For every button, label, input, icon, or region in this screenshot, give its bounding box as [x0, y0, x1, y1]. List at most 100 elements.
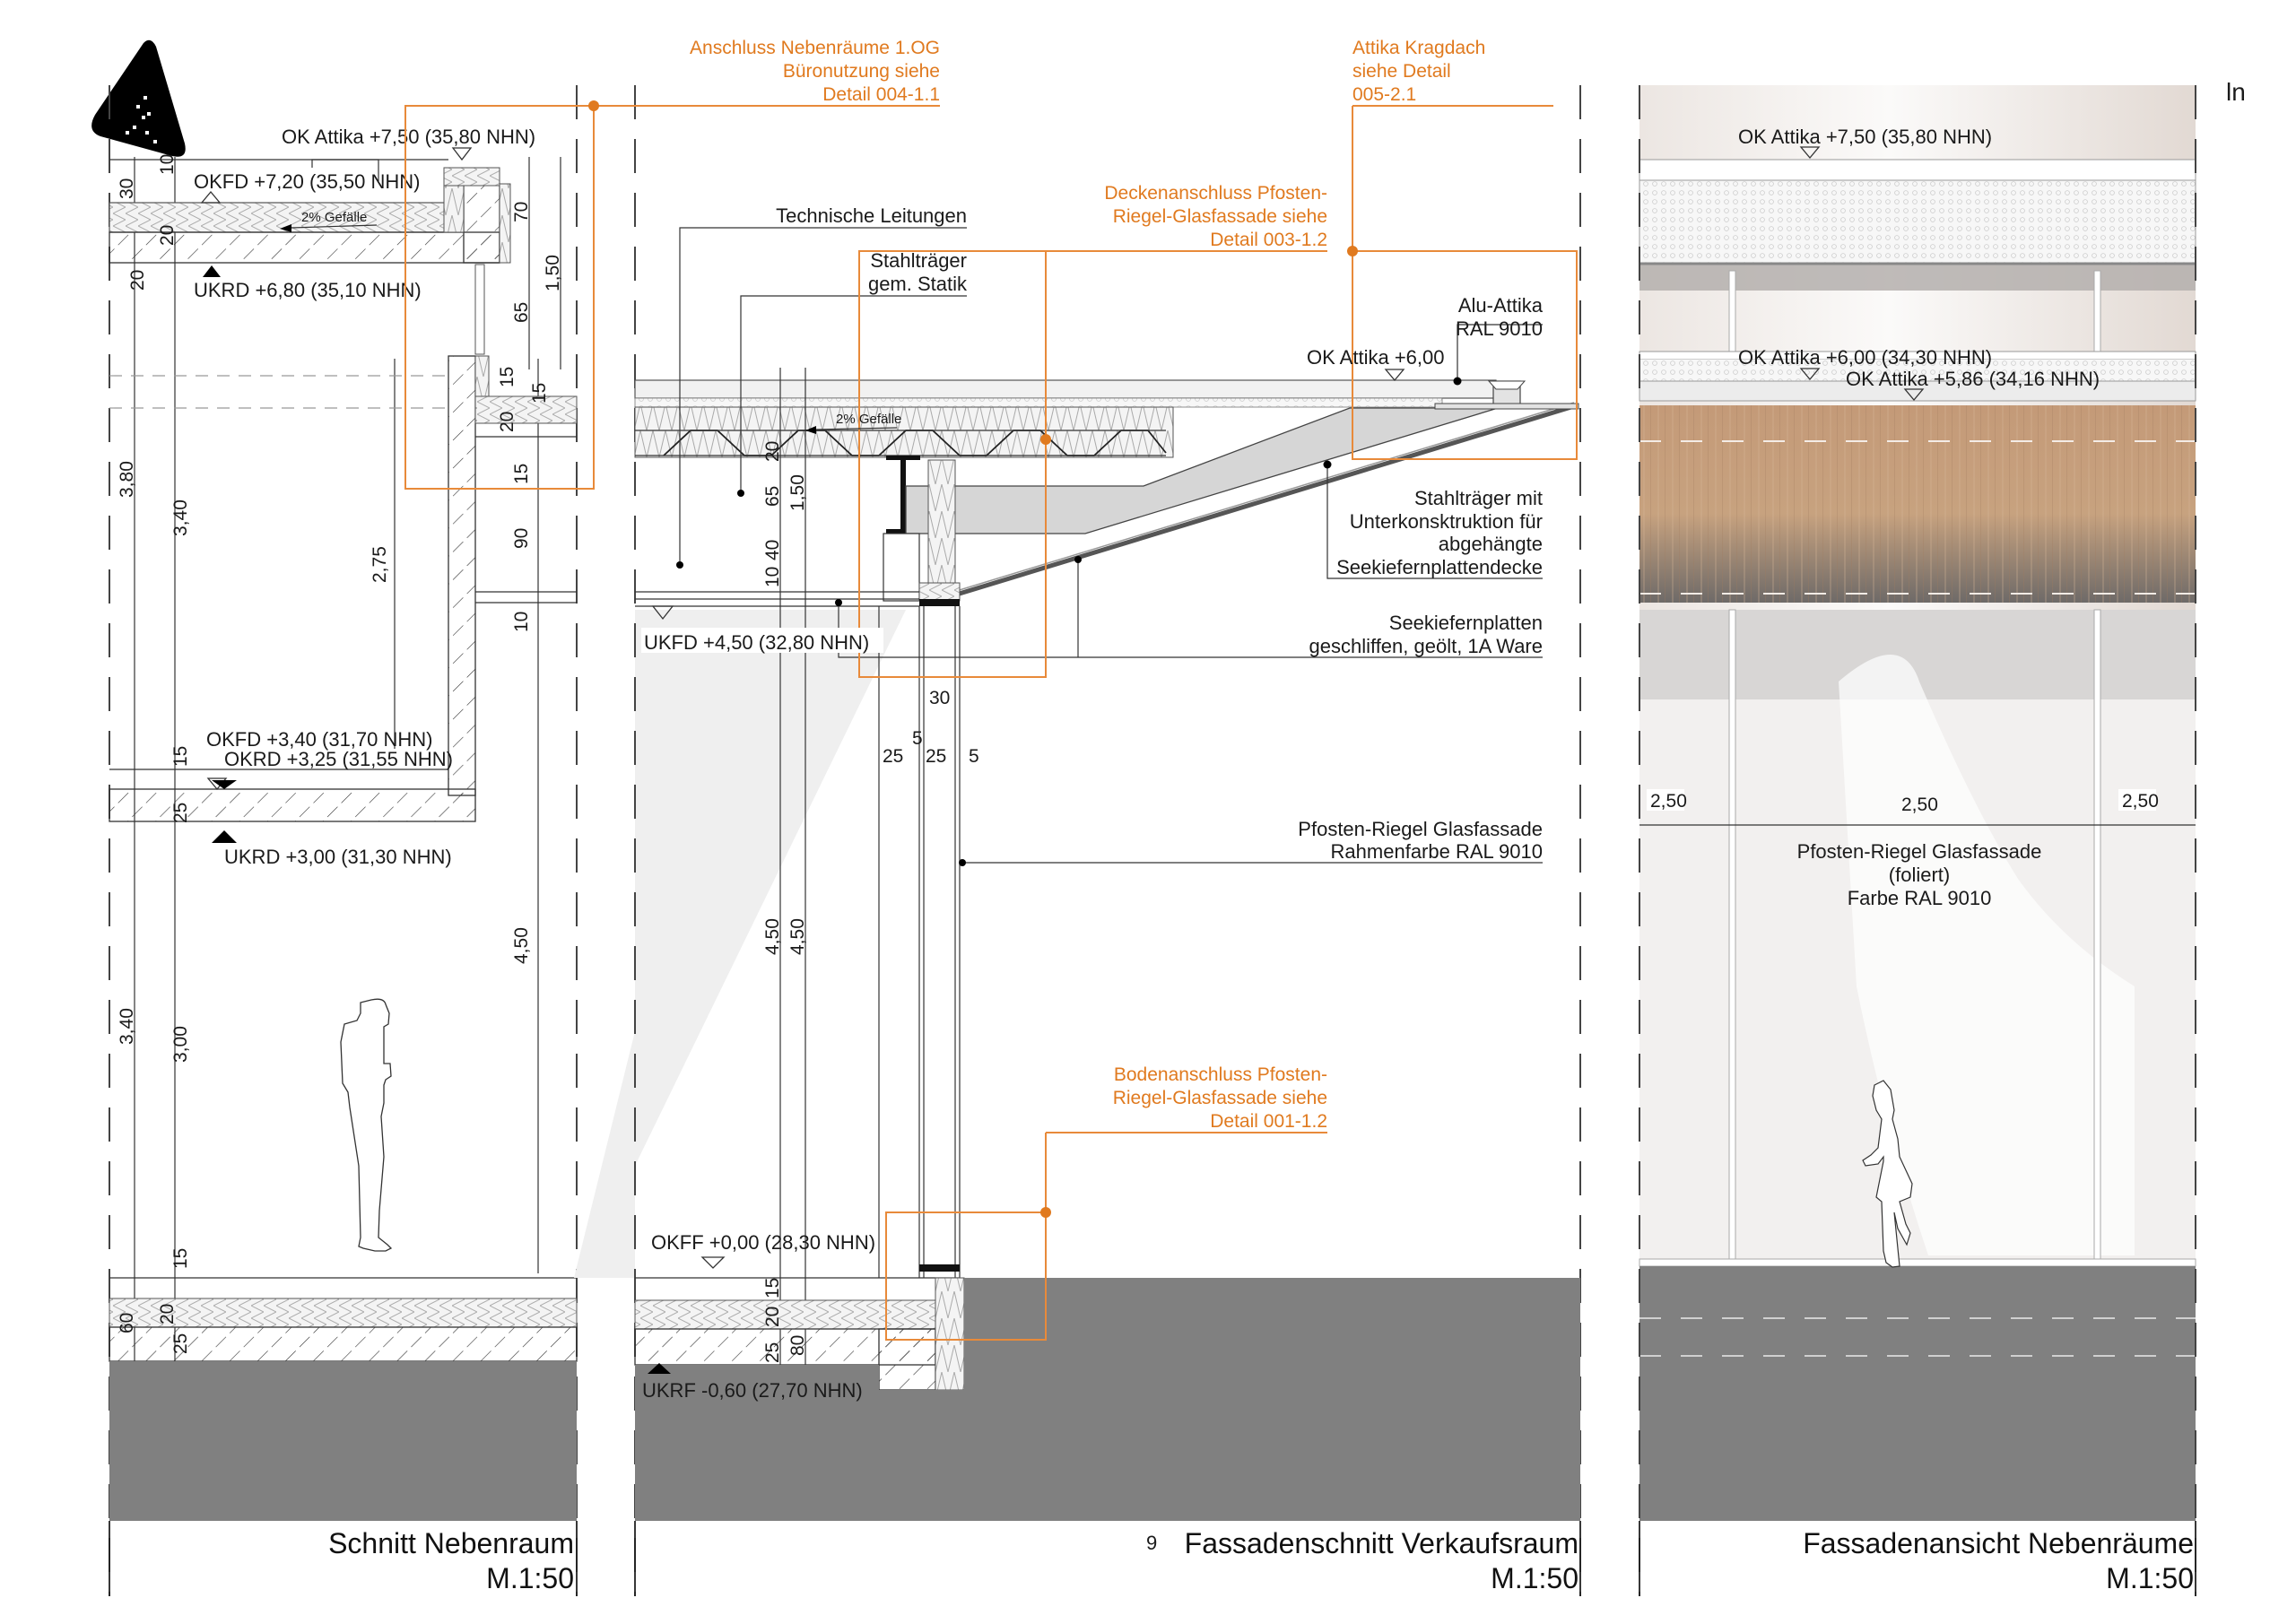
dim-floor-80: 80 — [787, 1335, 808, 1356]
level-okrd-first: OKRD +3,25 (31,55 NHN) — [224, 748, 453, 770]
dim-3-40-outer: 3,40 — [117, 1008, 137, 1045]
level-ukrf: UKRF -0,60 (27,70 NHN) — [642, 1379, 863, 1402]
detail-ref-004-2[interactable]: Büronutzung siehe — [783, 61, 940, 82]
dim-4-50-left: 4,50 — [511, 927, 532, 964]
annotation-alu-attika-1: Alu-Attika — [1458, 294, 1544, 317]
dim-floor-25: 25 — [762, 1342, 783, 1363]
elevation-level-7-50: OK Attika +7,50 (35,80 NHN) — [1738, 126, 1992, 148]
dim-mullion-5a: 5 — [912, 728, 923, 749]
annotation-glasfassade-1: Pfosten-Riegel Glasfassade — [1298, 818, 1543, 840]
child-silhouette — [1862, 1080, 1913, 1268]
dim-ground-60: 60 — [117, 1313, 137, 1333]
panel-title-left: Schnitt Nebenraum — [328, 1527, 574, 1559]
dim-roof-10a: 10 — [157, 154, 178, 175]
dim-3-40-inner: 3,40 — [170, 499, 191, 536]
dim-height-4-50b: 4,50 — [787, 918, 808, 955]
dim-mullion-25a: 25 — [883, 746, 903, 767]
bay-dim-left: 2,50 — [1650, 791, 1687, 812]
dim-roof-40: 40 — [762, 540, 783, 560]
elevation-level-5-86: OK Attika +5,86 (34,16 NHN) — [1846, 368, 2100, 390]
panel-section-left: OK Attika +7,50 (35,80 NHN) OKFD +7,20 (… — [109, 85, 578, 1596]
detail-ref-003-1[interactable]: Deckenanschluss Pfosten- — [1104, 183, 1327, 204]
detail-ref-003-3[interactable]: Detail 003-1.2 — [1210, 230, 1327, 250]
annotation-technische-leitungen: Technische Leitungen — [776, 204, 967, 227]
north-arrow-icon — [91, 39, 186, 157]
panel-scale-right: M.1:50 — [2106, 1562, 2194, 1594]
dim-wall-10: 10 — [511, 612, 532, 632]
dim-roof-10: 10 — [762, 567, 783, 587]
dim-roof-20: 20 — [762, 441, 783, 462]
sheet-header-fragment: ln — [2226, 78, 2246, 106]
dim-floor-15: 15 — [762, 1278, 783, 1298]
panel-scale-left: M.1:50 — [486, 1562, 574, 1594]
dim-ground-20: 20 — [157, 1304, 178, 1324]
dim-mullion-5b: 5 — [969, 746, 979, 767]
annotation-seekiefer-1: Seekiefernplatten — [1389, 612, 1543, 634]
level-okff: OKFF +0,00 (28,30 NHN) — [651, 1231, 875, 1254]
annotation-seekiefer-2: geschliffen, geölt, 1A Ware — [1309, 635, 1544, 657]
elevation-level-6-00: OK Attika +6,00 (34,30 NHN) — [1738, 346, 1992, 369]
level-ok-attika-middle: OK Attika +6,00 — [1307, 346, 1444, 369]
level-okfd-first: OKFD +3,40 (31,70 NHN) — [206, 728, 432, 751]
panel-title-middle: Fassadenschnitt Verkaufsraum — [1185, 1527, 1578, 1559]
elevation-annotation-3: Farbe RAL 9010 — [1848, 887, 1992, 909]
level-ukrd-first: UKRD +3,00 (31,30 NHN) — [224, 846, 452, 868]
dim-roof-65: 65 — [762, 486, 783, 507]
elevation-annotation-2: (foliert) — [1889, 864, 1950, 886]
detail-ref-004-1[interactable]: Anschluss Nebenräume 1.OG — [690, 38, 940, 58]
level-ukrd-roof: UKRD +6,80 (35,10 NHN) — [194, 279, 422, 301]
dim-roof-1-50: 1,50 — [787, 474, 808, 511]
dim-wall-15a: 15 — [497, 367, 517, 387]
dim-wall-90: 90 — [511, 528, 532, 549]
dim-floor-15: 15 — [170, 746, 191, 767]
annotation-stahltraeger-sub-1: Stahlträger mit — [1414, 487, 1543, 509]
detail-ref-001-1[interactable]: Bodenanschluss Pfosten- — [1114, 1064, 1327, 1085]
panel-scale-middle: M.1:50 — [1491, 1562, 1578, 1594]
detail-ref-005-1[interactable]: Attika Kragdach — [1352, 38, 1485, 58]
dim-roof-20b: 20 — [127, 270, 148, 291]
level-okfd-roof: OKFD +7,20 (35,50 NHN) — [194, 170, 420, 193]
detail-ref-001-2[interactable]: Riegel-Glasfassade siehe — [1113, 1088, 1327, 1108]
slope-label-left: 2% Gefälle — [301, 210, 367, 225]
annotation-glasfassade-2: Rahmenfarbe RAL 9010 — [1331, 840, 1543, 863]
detail-ref-001-3[interactable]: Detail 001-1.2 — [1210, 1111, 1327, 1132]
bay-dim-right: 2,50 — [2122, 791, 2159, 812]
level-ok-attika-left: OK Attika +7,50 (35,80 NHN) — [282, 126, 535, 148]
dim-height-4-50a: 4,50 — [762, 918, 783, 955]
dim-ground-25: 25 — [170, 1333, 191, 1354]
dim-2-75: 2,75 — [370, 546, 390, 583]
annotation-alu-attika-2: RAL 9010 — [1456, 317, 1543, 340]
dim-floor-25: 25 — [170, 803, 191, 823]
panel-section-middle: OK Attika +6,00 UKFD +4,50 (32,80 NHN) O… — [404, 38, 1581, 1596]
annotation-stahltraeger-sub-3: abgehängte — [1439, 533, 1543, 555]
dim-3-80: 3,80 — [117, 461, 137, 498]
dim-roof-30: 30 — [117, 178, 137, 199]
detail-ref-005-3[interactable]: 005-2.1 — [1352, 84, 1416, 105]
annotation-stahltraeger-1: Stahlträger — [870, 249, 967, 272]
detail-ref-004-3[interactable]: Detail 004-1.1 — [822, 84, 940, 105]
dim-mullion-25b: 25 — [926, 746, 946, 767]
elevation-annotation-1: Pfosten-Riegel Glasfassade — [1797, 840, 2042, 863]
dim-wall-15c: 15 — [511, 464, 532, 484]
annotation-stahltraeger-sub-4: Seekiefernplattendecke — [1336, 556, 1543, 578]
person-silhouette — [340, 998, 393, 1252]
annotation-stahltraeger-2: gem. Statik — [868, 273, 968, 295]
dim-floor-20: 20 — [762, 1307, 783, 1327]
dim-parapet-1-50: 1,50 — [543, 255, 563, 291]
annotation-stahltraeger-sub-2: Unterkonsktruktion für — [1350, 510, 1543, 533]
dim-wall-15b: 15 — [529, 383, 550, 404]
detail-ref-005-2[interactable]: siehe Detail — [1352, 61, 1451, 82]
slope-label-middle: 2% Gefälle — [836, 412, 901, 427]
bay-dim-center: 2,50 — [1901, 795, 1938, 815]
panel-elevation-right: OK Attika +7,50 (35,80 NHN) OK Attika +6… — [1639, 85, 2196, 1596]
dim-3-00: 3,00 — [170, 1026, 191, 1063]
panel-title-right: Fassadenansicht Nebenräume — [1803, 1527, 2194, 1559]
dim-parapet-65: 65 — [511, 302, 532, 323]
detail-ref-003-2[interactable]: Riegel-Glasfassade siehe — [1113, 206, 1327, 227]
dim-wall-20: 20 — [497, 412, 517, 432]
dim-ground-15: 15 — [170, 1248, 191, 1269]
level-ukfd: UKFD +4,50 (32,80 NHN) — [644, 631, 869, 654]
dim-parapet-70: 70 — [511, 202, 532, 222]
panel-number-middle: 9 — [1146, 1532, 1157, 1554]
